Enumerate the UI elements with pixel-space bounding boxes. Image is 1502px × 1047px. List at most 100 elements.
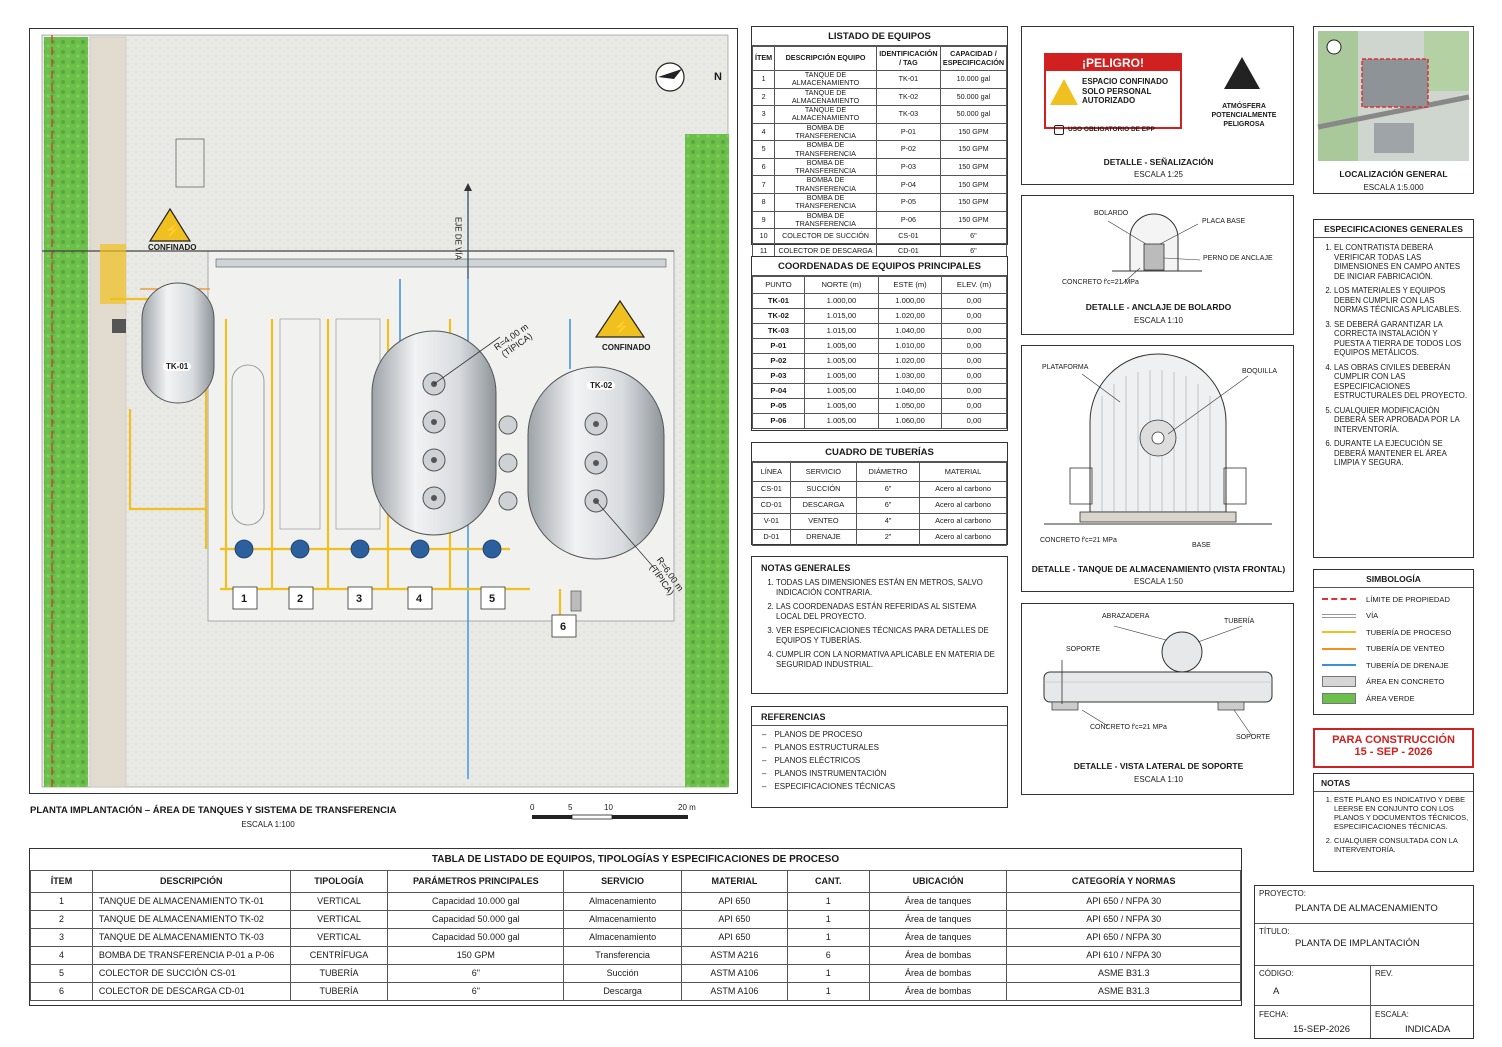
scale-bar: 0 5 10 20 m: [528, 803, 698, 825]
legend-swatch-icon: [1322, 598, 1356, 601]
piping-row-cell: 4": [856, 513, 920, 530]
coordinate-row-cell: P-04: [752, 383, 805, 399]
piping-row-cell: CS-01: [752, 481, 791, 498]
process-cell: 6: [786, 946, 870, 965]
piping-row-cell: SUCCIÓN: [789, 481, 858, 498]
location-scale: ESCALA 1:5.000: [1363, 183, 1424, 192]
piping-row-cell: V-01: [752, 513, 791, 530]
equipment-row-cell: 10.000 gal: [939, 70, 1008, 89]
tank-label-tk01: TK-01: [163, 362, 192, 371]
plan-frame: ⚡⚡ N EJE DE VÍA CONFINADO CONFINADO TK-0…: [29, 28, 738, 794]
process-cell: TANQUE DE ALMACENAMIENTO TK-02: [91, 910, 291, 929]
coordinate-row-cell: 0,00: [941, 413, 1007, 429]
location-panel: LOCALIZACIÓN GENERAL ESCALA 1:5.000: [1313, 26, 1474, 194]
pipe-col-service: SERVICIO: [789, 462, 858, 482]
equipment-col-desc: DESCRIPCIÓN EQUIPO: [774, 46, 877, 71]
coordinate-row-cell: 1.020,00: [877, 308, 943, 324]
equipment-row-cell: 3: [751, 105, 776, 124]
coordinate-row-cell: 1.060,00: [877, 413, 943, 429]
process-cell: 1: [786, 892, 870, 911]
process-cell: CENTRÍFUGA: [289, 946, 389, 965]
piping-row-cell: VENTEO: [789, 513, 858, 530]
equipment-col-cap: CAPACIDAD / ESPECIFICACIÓN: [939, 46, 1008, 71]
equipment-row-cell: 1: [751, 70, 776, 89]
equipment-row-cell: 2: [751, 87, 776, 107]
process-col-header: MATERIAL: [681, 870, 788, 893]
process-cell: Succión: [563, 964, 683, 983]
specification-item: CUALQUIER MODIFICACIÓN DEBERÁ SER APROBA…: [1334, 406, 1468, 435]
reference-text: PLANOS ELÉCTRICOS: [774, 756, 861, 765]
coordinate-row-cell: 0,00: [941, 398, 1007, 414]
process-cell: Área de bombas: [868, 964, 1008, 983]
specification-item: DURANTE LA EJECUCIÓN SE DEBERÁ MANTENER …: [1334, 439, 1468, 468]
coordinate-row-cell: 1.005,00: [803, 398, 879, 414]
platform-label: PLATAFORMA: [1042, 364, 1089, 371]
legend-item: TUBERÍA DE PROCESO: [1322, 624, 1473, 641]
coordinate-row-cell: 1.000,00: [877, 293, 943, 309]
process-cell: BOMBA DE TRANSFERENCIA P-01 a P-06: [91, 946, 291, 965]
process-cell: TANQUE DE ALMACENAMIENTO TK-01: [91, 892, 291, 911]
coordinate-row-cell: 1.040,00: [877, 383, 943, 399]
bollard-detail-panel: BOLARDO PLACA BASE PERNO DE ANCLAJE CONC…: [1021, 195, 1294, 335]
reference-item: –PLANOS DE PROCESO: [762, 730, 1007, 739]
process-cell: API 650 / NFPA 30: [1006, 892, 1241, 911]
date-label: FECHA:: [1259, 1010, 1289, 1019]
legend-swatch-icon: [1322, 676, 1356, 688]
green-area-left: [44, 37, 88, 787]
dash-bullet-icon: –: [762, 730, 767, 739]
equipment-row-cell: CS-01: [875, 228, 941, 245]
ppe-icon: [1054, 125, 1064, 135]
specification-item: LAS OBRAS CIVILES DEBERÁN CUMPLIR CON LA…: [1334, 363, 1468, 401]
equipment-row-cell: 150 GPM: [939, 175, 1008, 194]
side-notes-list: ESTE PLANO ES INDICATIVO Y DEBE LEERSE E…: [1314, 792, 1473, 854]
pipe-label: TUBERÍA: [1224, 618, 1255, 625]
process-col-header: PARÁMETROS PRINCIPALES: [387, 870, 565, 893]
references-title: REFERENCIAS: [752, 707, 1007, 726]
stamp-line-2: 15 - SEP - 2026: [1354, 746, 1433, 758]
reference-item: –PLANOS ELÉCTRICOS: [762, 756, 1007, 765]
equipment-row-cell: 50.000 gal: [939, 87, 1008, 107]
process-cell: 1: [30, 892, 93, 911]
process-cell: ASTM A106: [681, 982, 788, 1001]
coordinate-row-cell: 0,00: [941, 353, 1007, 369]
process-col-header: SERVICIO: [563, 870, 683, 893]
reference-item: –PLANOS INSTRUMENTACIÓN: [762, 769, 1007, 778]
coordinate-row-cell: 0,00: [941, 293, 1007, 309]
equipment-row-cell: P-06: [875, 210, 941, 230]
process-cell: API 610 / NFPA 30: [1006, 946, 1241, 965]
ppe-text: USO OBLIGATORIO DE EPP: [1068, 126, 1155, 133]
legend-label: ÁREA VERDE: [1366, 693, 1415, 703]
coordinate-row-cell: 1.015,00: [803, 308, 879, 324]
signage-detail-title: DETALLE - SEÑALIZACIÓN: [1103, 157, 1214, 167]
reference-text: PLANOS INSTRUMENTACIÓN: [774, 769, 887, 778]
process-cell: VERTICAL: [289, 892, 389, 911]
coordinate-row-cell: 1.005,00: [803, 383, 879, 399]
coordinate-row-cell: P-05: [752, 398, 805, 414]
coordinate-row-cell: 1.005,00: [803, 338, 879, 354]
equipment-row-cell: 5: [751, 140, 776, 159]
legend-swatch-icon: [1322, 613, 1356, 618]
north-label: N: [714, 71, 722, 83]
support-label-left: SOPORTE: [1066, 646, 1101, 653]
equipment-row-cell: BOMBA DE TRANSFERENCIA: [774, 210, 877, 230]
general-note-item: VER ESPECIFICACIONES TÉCNICAS PARA DETAL…: [776, 626, 999, 645]
specifications-list: EL CONTRATISTA DEBERÁ VERIFICAR TODAS LA…: [1314, 238, 1473, 468]
process-cell: API 650: [681, 892, 788, 911]
legend-item: TUBERÍA DE VENTEO: [1322, 641, 1473, 658]
legend-label: VÍA: [1366, 611, 1379, 621]
process-cell: Área de tanques: [868, 892, 1008, 911]
